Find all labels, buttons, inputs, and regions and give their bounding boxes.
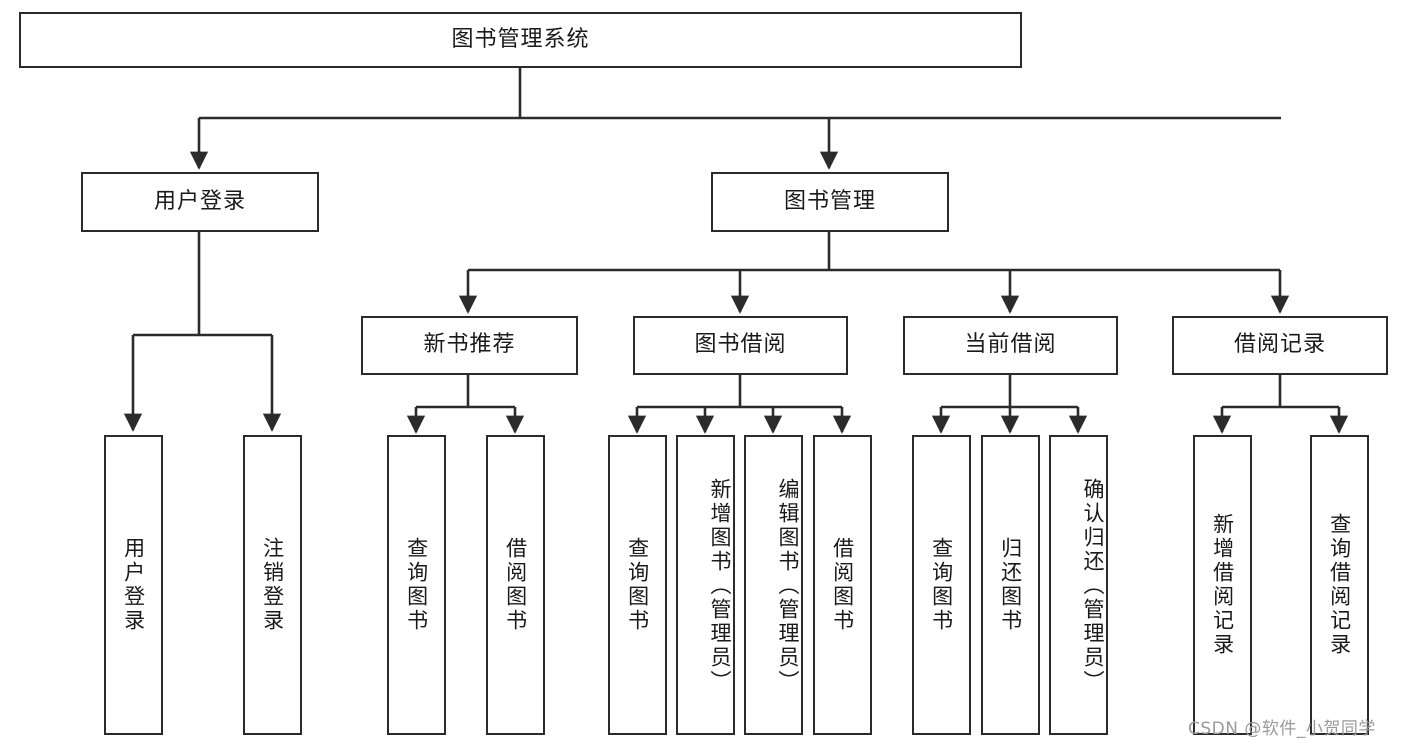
leaf-new-book-borrow[interactable]: 借阅图书 <box>486 435 545 735</box>
node-book-management[interactable]: 图书管理 <box>711 172 949 232</box>
node-root-system[interactable]: 图书管理系统 <box>19 12 1022 68</box>
leaf-user-login-signout[interactable]: 注销登录 <box>243 435 302 735</box>
leaf-user-login-signin[interactable]: 用户登录 <box>104 435 163 735</box>
node-book-borrow[interactable]: 图书借阅 <box>633 316 848 375</box>
leaf-book-borrow-query[interactable]: 查询图书 <box>608 435 667 735</box>
node-user-login[interactable]: 用户登录 <box>81 172 319 232</box>
leaf-new-book-query[interactable]: 查询图书 <box>387 435 446 735</box>
leaf-current-borrow-confirm-admin[interactable]: 确认归还（管理员） <box>1049 435 1108 735</box>
csdn-watermark: CSDN @软件_小贺同学 <box>1188 719 1376 739</box>
node-current-borrow[interactable]: 当前借阅 <box>903 316 1118 375</box>
leaf-book-borrow-edit-admin[interactable]: 编辑图书（管理员） <box>744 435 803 735</box>
leaf-borrow-record-query[interactable]: 查询借阅记录 <box>1310 435 1369 735</box>
leaf-current-borrow-return[interactable]: 归还图书 <box>981 435 1040 735</box>
leaf-borrow-record-add[interactable]: 新增借阅记录 <box>1193 435 1252 735</box>
node-borrow-records[interactable]: 借阅记录 <box>1172 316 1388 375</box>
node-new-book-recommend[interactable]: 新书推荐 <box>361 316 578 375</box>
leaf-book-borrow-add-admin[interactable]: 新增图书（管理员） <box>676 435 735 735</box>
leaf-book-borrow-borrow[interactable]: 借阅图书 <box>813 435 872 735</box>
leaf-current-borrow-query[interactable]: 查询图书 <box>912 435 971 735</box>
